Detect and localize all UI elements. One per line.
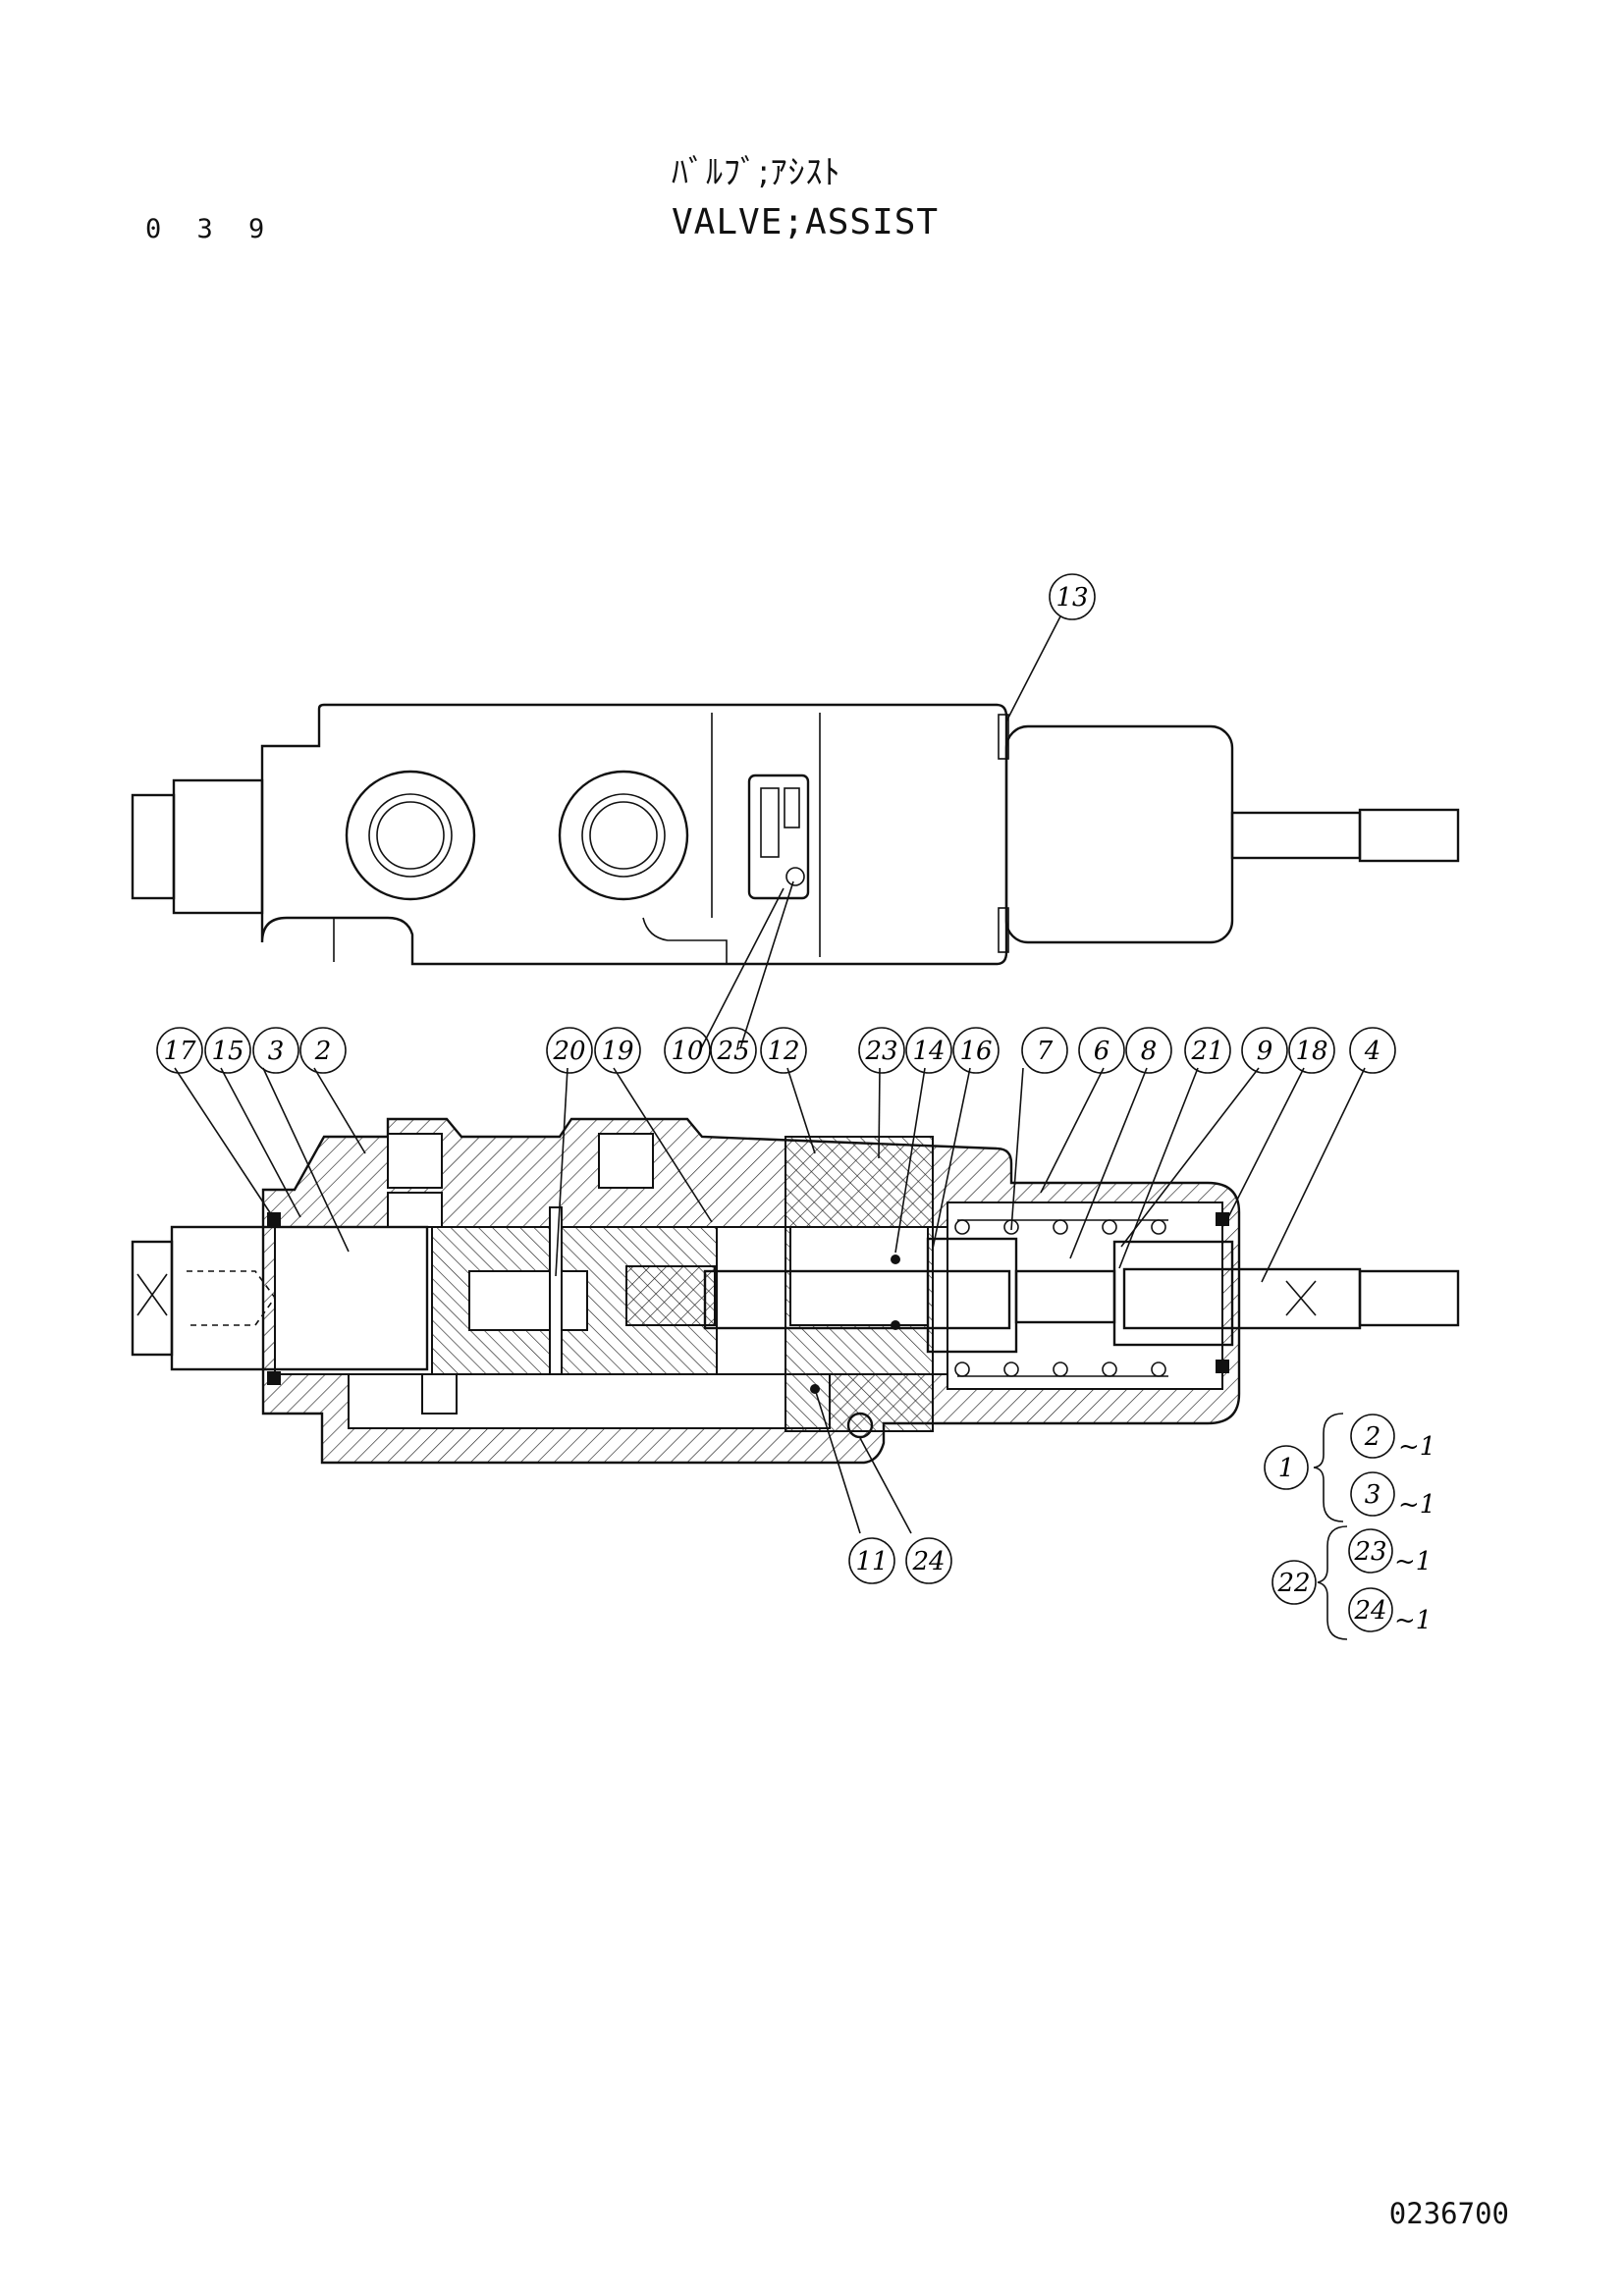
callout-17: 17	[156, 1027, 203, 1074]
svg-text:25: 25	[716, 1037, 749, 1066]
svg-text:7: 7	[1037, 1037, 1054, 1066]
callout-7: 7	[1021, 1027, 1068, 1074]
valve-top-view	[131, 703, 1460, 966]
svg-text:24: 24	[1353, 1596, 1386, 1626]
svg-text:~1: ~1	[1398, 1432, 1435, 1462]
callout-19: 19	[594, 1027, 641, 1074]
page-number: 0 3 9	[145, 214, 275, 244]
title-english: VALVE;ASSIST	[672, 202, 940, 242]
callout-25: 25	[710, 1027, 757, 1074]
callout-4: 4	[1349, 1027, 1396, 1074]
drawing-code: 0236700	[1388, 2197, 1509, 2230]
callout-23: 23	[858, 1027, 905, 1074]
svg-text:9: 9	[1257, 1037, 1273, 1066]
callout-3: 3	[252, 1027, 299, 1074]
callout-12: 12	[760, 1027, 807, 1074]
svg-text:16: 16	[959, 1037, 992, 1066]
svg-text:23: 23	[864, 1037, 897, 1066]
svg-text:6: 6	[1094, 1037, 1110, 1066]
svg-text:14: 14	[912, 1037, 945, 1066]
svg-text:1: 1	[1278, 1454, 1295, 1483]
svg-text:~1: ~1	[1398, 1490, 1435, 1520]
leader-lines	[174, 615, 1366, 1534]
svg-text:20: 20	[552, 1037, 585, 1066]
callout-2: 2	[299, 1027, 347, 1074]
svg-text:17: 17	[163, 1037, 196, 1066]
assembly-legend: 1 2 ~1 3 ~1 22 23 ~1 24 ~1	[1264, 1413, 1435, 1640]
callout-10: 10	[664, 1027, 711, 1074]
title-japanese: ﾊﾞﾙﾌﾞ;ｱｼｽﾄ	[672, 153, 841, 192]
svg-text:~1: ~1	[1394, 1547, 1432, 1576]
svg-text:24: 24	[911, 1547, 945, 1576]
svg-text:~1: ~1	[1394, 1606, 1432, 1635]
callout-18: 18	[1288, 1027, 1335, 1074]
legend-group-1: 1 2 ~1 3 ~1	[1264, 1413, 1435, 1522]
svg-text:22: 22	[1276, 1569, 1310, 1598]
svg-text:3: 3	[1365, 1480, 1381, 1510]
svg-text:23: 23	[1353, 1537, 1386, 1567]
svg-text:3: 3	[268, 1037, 285, 1066]
callout-8: 8	[1125, 1027, 1172, 1074]
svg-text:12: 12	[767, 1037, 799, 1066]
svg-text:2: 2	[1364, 1422, 1381, 1452]
svg-text:11: 11	[855, 1547, 888, 1576]
callout-16: 16	[952, 1027, 1000, 1074]
legend-group-22: 22 23 ~1 24 ~1	[1271, 1525, 1432, 1640]
svg-text:21: 21	[1190, 1037, 1223, 1066]
callout-11: 11	[848, 1537, 895, 1584]
callout-21: 21	[1184, 1027, 1231, 1074]
svg-text:8: 8	[1141, 1037, 1158, 1066]
svg-text:15: 15	[211, 1037, 243, 1066]
svg-text:19: 19	[601, 1037, 633, 1066]
svg-text:4: 4	[1364, 1037, 1381, 1066]
svg-text:18: 18	[1295, 1037, 1327, 1066]
callout-9: 9	[1241, 1027, 1288, 1074]
svg-text:2: 2	[314, 1037, 332, 1066]
part-callouts: 13 10 25 17 15 3 2 20 19 12 23 14 16 7 6…	[156, 573, 1396, 1584]
callout-6: 6	[1078, 1027, 1125, 1074]
callout-20: 20	[546, 1027, 593, 1074]
valve-section-view	[131, 1117, 1460, 1465]
callout-15: 15	[204, 1027, 251, 1074]
svg-text:13: 13	[1055, 583, 1088, 613]
callout-13: 13	[1049, 573, 1096, 620]
callout-14: 14	[905, 1027, 952, 1074]
callout-24: 24	[905, 1537, 952, 1584]
svg-text:10: 10	[671, 1037, 703, 1066]
